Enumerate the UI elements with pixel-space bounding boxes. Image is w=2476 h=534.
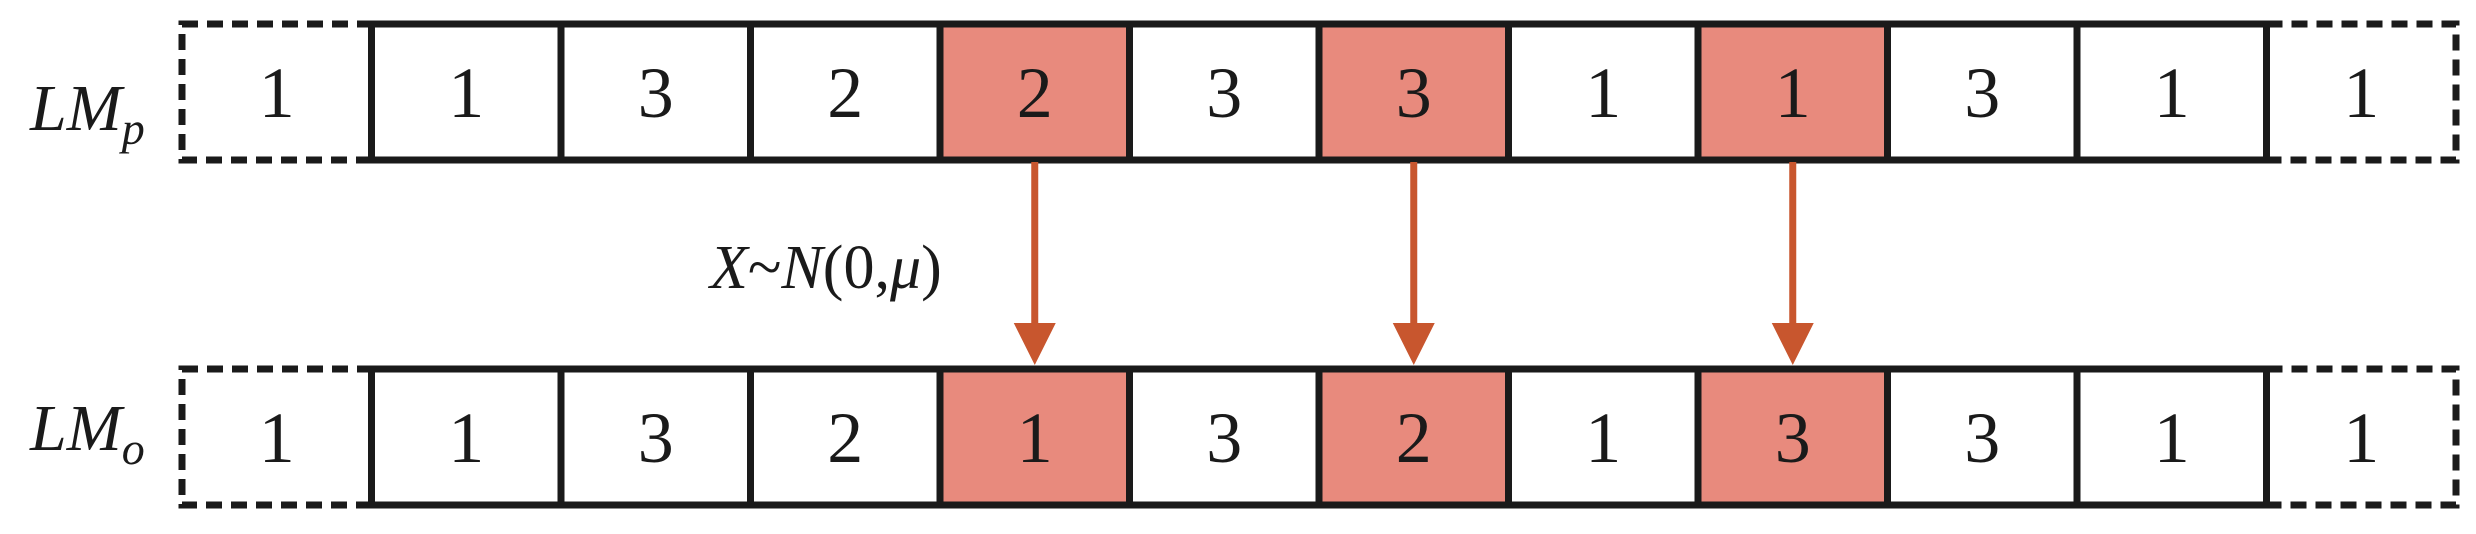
gene-value: 3 [1964, 53, 2000, 133]
gene-cell-highlighted [1315, 20, 1512, 164]
gene-cell [557, 20, 754, 164]
gene-value: 1 [1017, 398, 1053, 478]
row-label-lmo: LMo [29, 392, 145, 474]
gene-value: 2 [1017, 53, 1053, 133]
gene-value: 2 [827, 398, 863, 478]
gene-value: 1 [2343, 398, 2379, 478]
gene-value: 1 [1585, 398, 1621, 478]
gene-value: 1 [448, 398, 484, 478]
gene-cell-boundary [178, 20, 375, 164]
gene-cell-highlighted [1315, 365, 1512, 509]
gene-cell [1505, 20, 1702, 164]
gene-value: 2 [827, 53, 863, 133]
formula-dist: N [780, 234, 826, 302]
gene-value: 1 [259, 398, 295, 478]
mutation-arrows [1013, 162, 1814, 365]
gene-cell-highlighted [1694, 20, 1891, 164]
gene-value: 3 [1775, 398, 1811, 478]
formula-arg1: μ [889, 234, 921, 302]
arrow-head [1392, 323, 1435, 365]
row-label-lmo-main: LM [29, 392, 126, 465]
gene-cell-boundary [2263, 20, 2460, 164]
gene-value: 3 [638, 398, 674, 478]
gene-value: 3 [1964, 398, 2000, 478]
gene-cell-boundary [178, 365, 375, 509]
gene-cell [2073, 20, 2270, 164]
gene-value: 3 [1206, 53, 1242, 133]
formula-arg0: 0 [843, 234, 874, 302]
gene-cell [368, 20, 565, 164]
gene-value: 1 [2343, 53, 2379, 133]
gene-value: 1 [448, 53, 484, 133]
distribution-formula: X~N(0,μ) [707, 234, 942, 302]
gene-cell [368, 365, 565, 509]
formula-open: ( [823, 234, 844, 302]
gene-cell [1505, 365, 1702, 509]
gene-cell [1884, 365, 2081, 509]
formula-var: X [707, 234, 750, 302]
parent-row: 1 1 1 3 2 3 1 3 1 2 3 1 [178, 20, 2460, 164]
gene-value: 1 [2154, 53, 2190, 133]
gene-cell [747, 20, 944, 164]
gene-value: 1 [2154, 398, 2190, 478]
formula-comma: , [874, 234, 890, 302]
row-label-lmp-main: LM [29, 72, 126, 145]
gene-cell-highlighted [936, 365, 1133, 509]
offspring-row: 1 1 1 3 2 3 1 3 1 1 2 3 [178, 365, 2460, 509]
row-label-lmp-sub: p [119, 103, 145, 154]
gene-cell-highlighted [1694, 365, 1891, 509]
gene-cell [2073, 365, 2270, 509]
formula-tilde: ~ [748, 234, 782, 302]
gene-cell-highlighted [936, 20, 1133, 164]
gene-cell [1126, 20, 1323, 164]
arrow-head [1013, 323, 1056, 365]
arrow-head [1771, 323, 1814, 365]
gene-value: 1 [1585, 53, 1621, 133]
gene-value: 3 [1206, 398, 1242, 478]
gene-value: 1 [259, 53, 295, 133]
gene-cell [557, 365, 754, 509]
row-label-lmp: LMp [29, 72, 145, 154]
gene-value: 1 [1775, 53, 1811, 133]
row-label-lmo-sub: o [122, 423, 145, 474]
formula-close: ) [921, 234, 942, 302]
gene-value: 2 [1396, 398, 1432, 478]
gene-value: 3 [1396, 53, 1432, 133]
gene-value: 3 [638, 53, 674, 133]
